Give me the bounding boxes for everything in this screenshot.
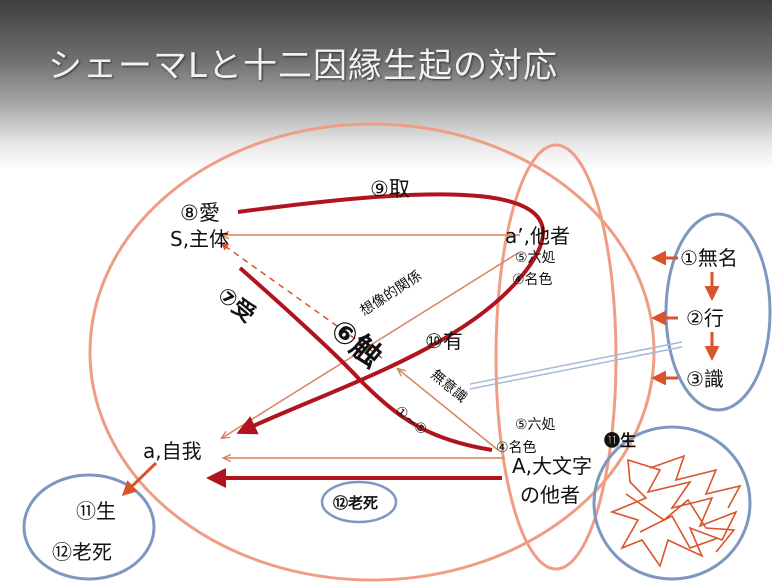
ju-to-soku-curve (238, 266, 493, 452)
label-roshi: ⑫老死 (52, 540, 112, 564)
a-prime-to-self-arrow (222, 252, 519, 438)
page-title: シェーマLと十二因縁生起の対応 (48, 46, 558, 86)
label-sho-badge: ⓫生 (604, 431, 636, 450)
right-ellipse-mumyo (664, 212, 772, 412)
label-myoshiki-lower: ④名色 (496, 439, 537, 456)
bottom-left-ellipse (22, 473, 156, 581)
label-shiki: ③識 (686, 367, 724, 391)
label-shu: ⑨取 (370, 177, 410, 201)
label-range: ①~⑤ (391, 403, 430, 439)
label-imaginary: 想像的関係 (357, 268, 424, 320)
label-ju: ⑦受 (212, 282, 260, 328)
label-self: a,自我 (143, 439, 202, 463)
to-a-prime-arrow (398, 369, 499, 451)
label-gyo: ②行 (686, 306, 724, 330)
label-ai: ⑧愛 (180, 201, 220, 225)
label-other: a’,他者 (505, 224, 570, 248)
label-soku: ⑥触 (323, 312, 388, 374)
tangled-cluster (609, 454, 742, 568)
label-myoshiki-upper: ④名色 (512, 271, 553, 288)
label-big-other-line2: の他者 (520, 483, 580, 507)
label-unconscious: 無意識 (427, 366, 470, 406)
label-u: ⑩有 (425, 329, 463, 353)
unconscious-line-b (469, 346, 683, 390)
label-roshi-badge: ⑫老死 (333, 494, 378, 512)
bottom-right-ellipse (592, 425, 752, 581)
label-big-other-line1: A,大文字 (512, 454, 592, 478)
label-rokusho-lower: ⑤六処 (515, 417, 556, 433)
ai-to-shu-curve (236, 192, 546, 435)
center-tall-ellipse (494, 143, 618, 571)
label-mumyo: ①無名 (680, 246, 738, 270)
roshi-badge-outline (320, 480, 398, 524)
title-banner (0, 0, 772, 170)
label-sho: ⑪生 (76, 499, 116, 523)
unconscious-line-a (469, 341, 683, 385)
label-subject: S,主体 (170, 227, 229, 251)
self-to-sho-arrow (121, 461, 158, 497)
label-rokusho-upper: ⑤六処 (515, 250, 556, 266)
